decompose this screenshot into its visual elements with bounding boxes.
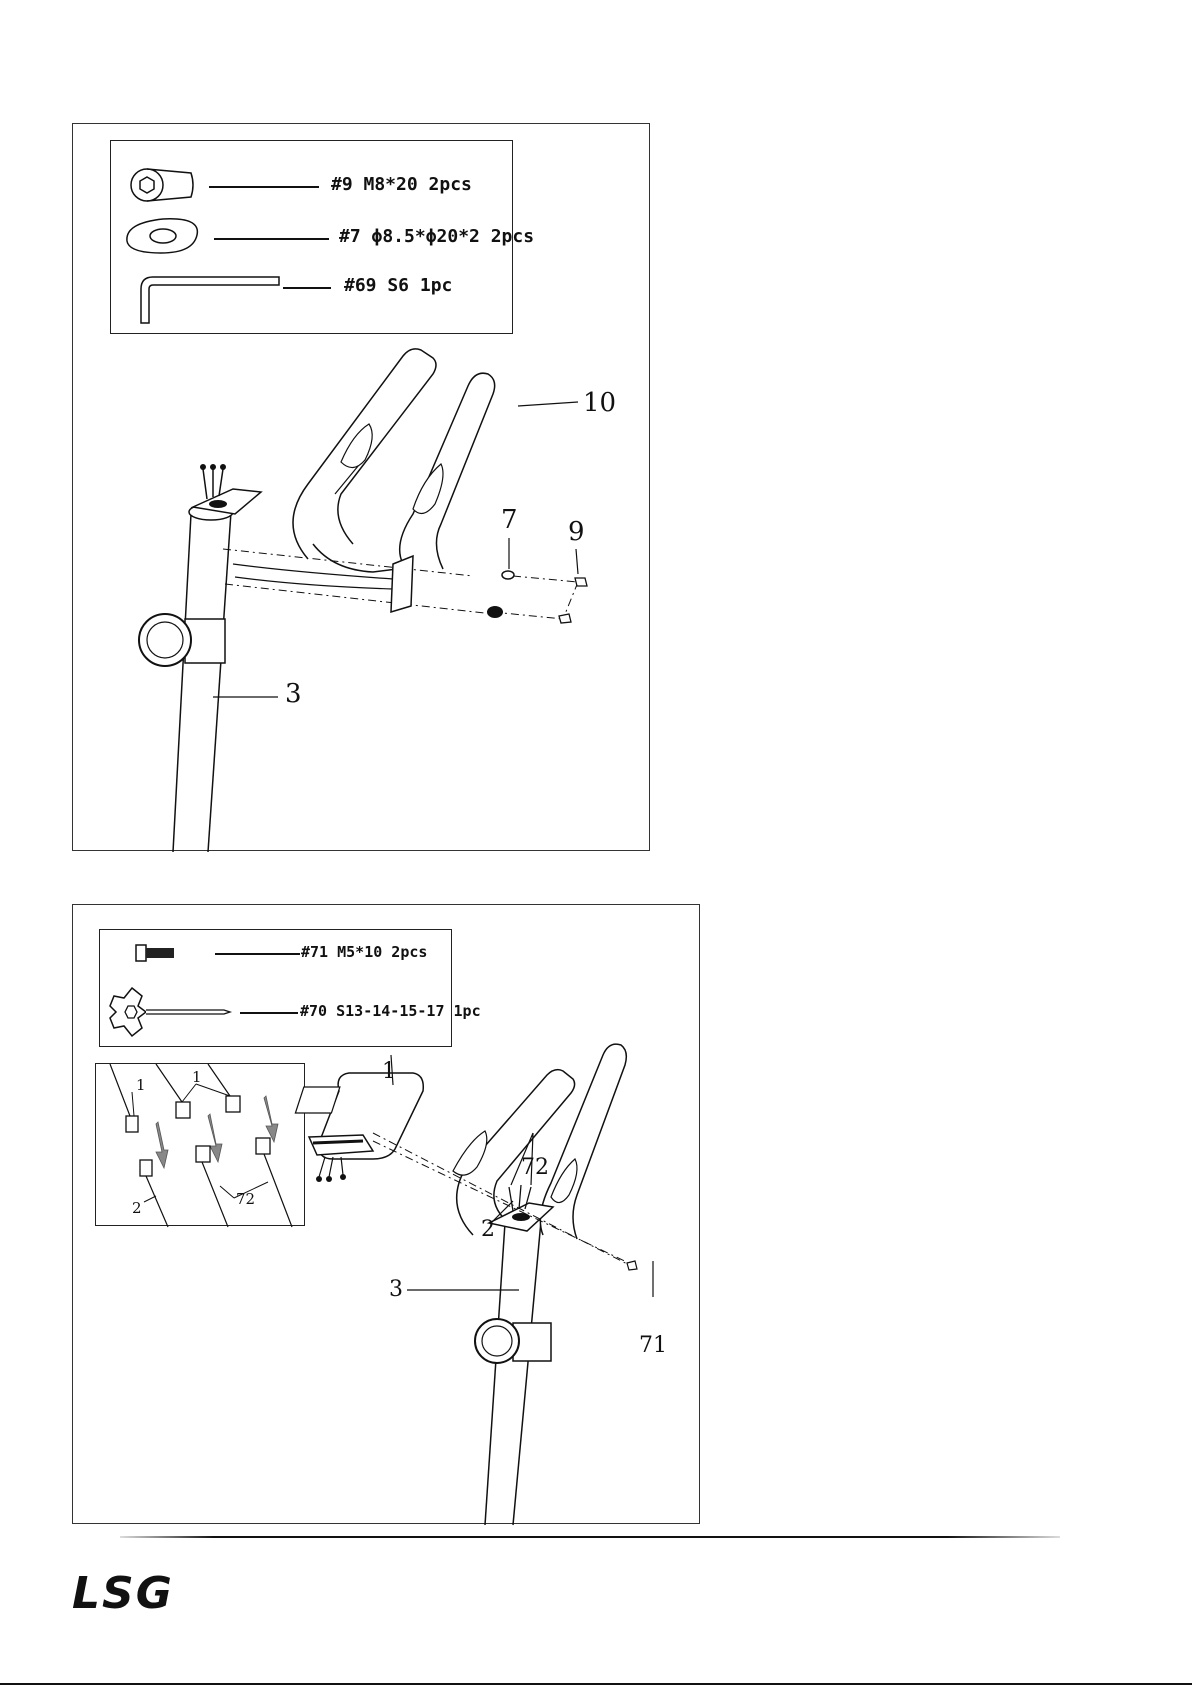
callout-washer: 7 (501, 505, 518, 535)
console-assembly-drawing (73, 905, 701, 1525)
handlebar-assembly-drawing (73, 124, 651, 852)
callout-bolt: 9 (568, 517, 585, 547)
callout-hand-pulse: 72 (521, 1155, 549, 1180)
brand-logo: LSG (72, 1568, 174, 1619)
callout-handlebar: 10 (583, 388, 616, 418)
callout-sensor: 2 (481, 1217, 495, 1242)
footer-divider (120, 1536, 1060, 1538)
callout-post: 3 (389, 1277, 403, 1302)
callout-screw: 71 (639, 1333, 667, 1358)
callout-console: 1 (382, 1059, 396, 1084)
step2-panel: #71 M5*10 2pcs #70 S13-14-15-17 1pc (72, 904, 700, 1524)
callout-post: 3 (285, 679, 302, 709)
step1-panel: #9 M8*20 2pcs #7 ϕ8.5*ϕ20*2 2pcs #69 S6 … (72, 123, 650, 851)
